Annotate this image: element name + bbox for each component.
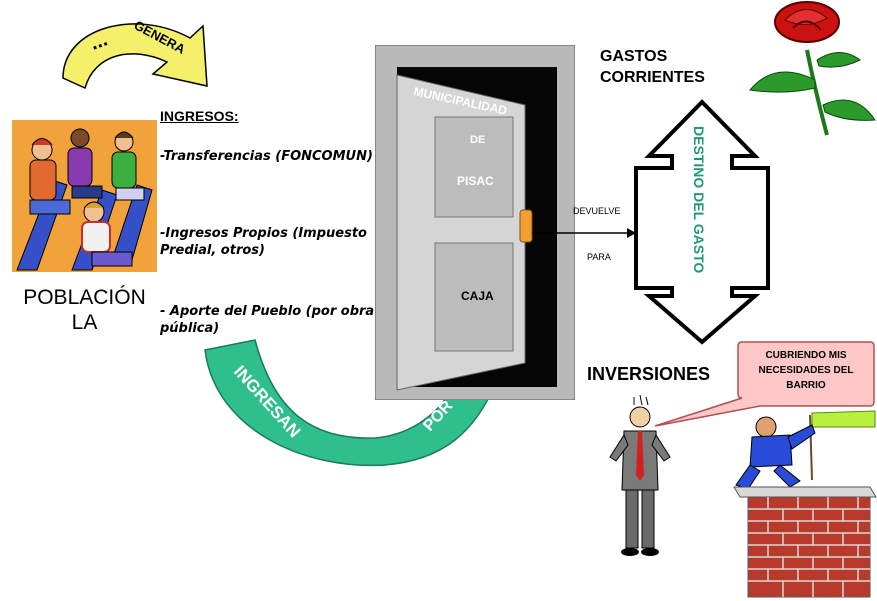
door-sign-pisac: PISAC [457, 174, 494, 188]
poblacion-line2: LA [71, 311, 98, 334]
inversiones-label: INVERSIONES [587, 364, 711, 384]
destino-label: DESTINO DEL GASTO [691, 126, 707, 273]
brick-wall-clipart [733, 410, 877, 598]
bubble-line3: BARRIO [786, 380, 826, 391]
ingreso-item-transferencias: -Transferencias (FONCOMUN) [160, 149, 373, 164]
ingresos-heading: INGRESOS: [160, 108, 239, 124]
poblacion-label: POBLACIÓN LA [22, 285, 147, 335]
poblacion-line1: POBLACIÓN [23, 286, 146, 309]
gastos-corrientes-label: GASTOS CORRIENTES [600, 46, 705, 88]
para-label: PARA [587, 252, 611, 262]
destino-arrow: DESTINO DEL GASTO [634, 99, 770, 345]
ingreso-item-propios: -Ingresos Propios (Impuesto Predial, otr… [160, 226, 367, 258]
municipal-door: MUNICIPALIDAD DE PISAC CAJA [375, 45, 575, 400]
devuelve-label: DEVUELVE [573, 206, 621, 216]
ingresan-arrow: INGRESAN POR [204, 328, 522, 467]
genera-dots: ... [87, 28, 110, 54]
devuelve-arrow [532, 228, 636, 238]
genera-arrow: ... GENERA [62, 17, 208, 90]
speech-bubble: CUBRIENDO MIS NECESIDADES DEL BARRIO [654, 341, 875, 427]
ingreso-item-aporte: - Aporte del Pueblo (por obra pública) [160, 304, 375, 336]
gastos-line1: GASTOS [600, 48, 668, 65]
gastos-line2: CORRIENTES [600, 69, 705, 86]
bubble-line2: NECESIDADES DEL [758, 365, 853, 376]
people-clipart [12, 120, 157, 272]
standing-man-clipart [609, 395, 671, 556]
door-sign-caja: CAJA [461, 289, 494, 303]
rose-icon [749, 1, 876, 136]
bubble-line1: CUBRIENDO MIS [765, 350, 846, 361]
door-sign-de: DE [470, 134, 485, 146]
